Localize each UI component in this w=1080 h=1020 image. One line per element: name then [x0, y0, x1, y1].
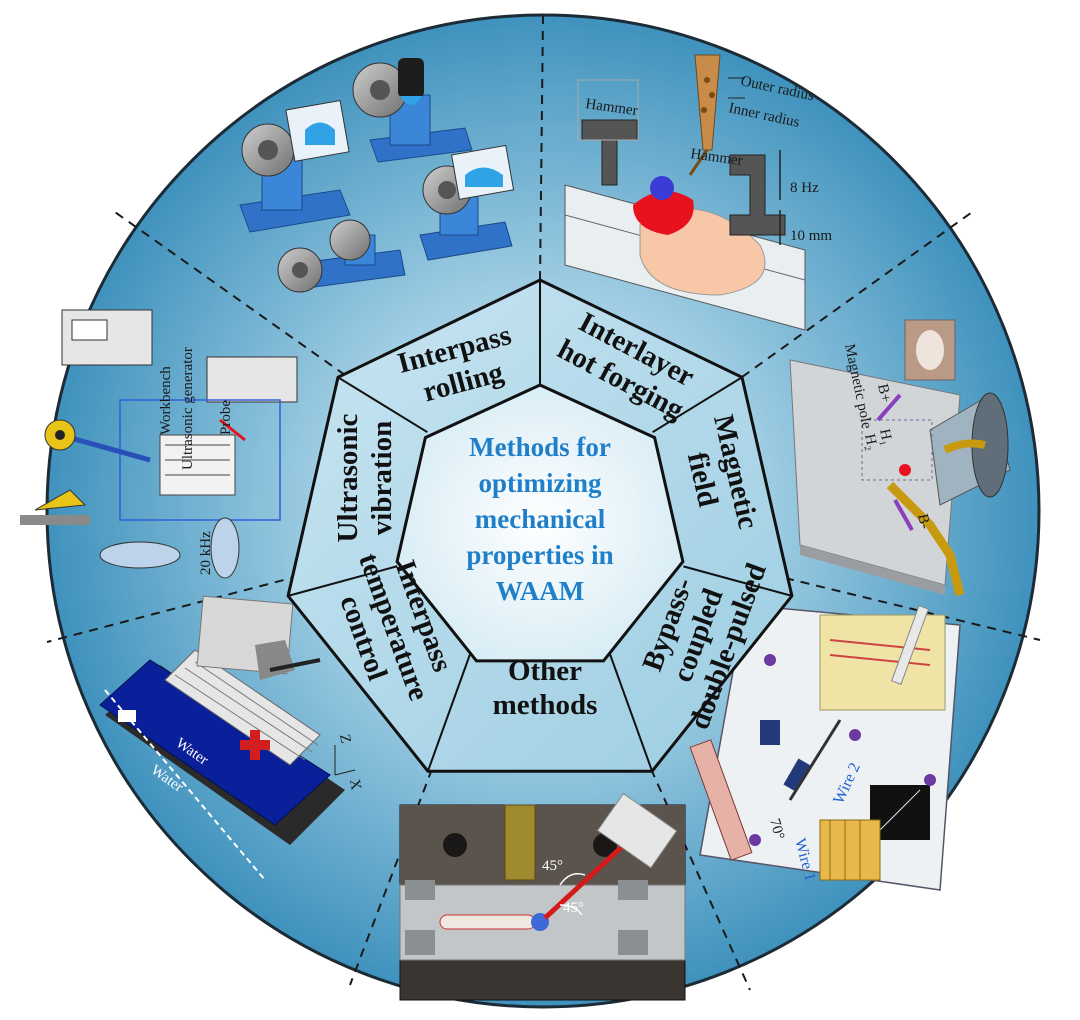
h2-label: H₂ [861, 433, 880, 452]
generator-label: Ultrasonic generator [180, 347, 196, 470]
probe-label: Probe [218, 400, 234, 435]
angle-45-lower-label: 45° [563, 900, 584, 916]
ultrasonic-line-1: Ultrasonic [332, 413, 364, 542]
b-minus-label: B- [914, 513, 933, 531]
angle-70-label: 70° [766, 817, 787, 841]
center-title: Methods for optimizing mechanical proper… [466, 432, 613, 606]
axis-x-label: X [346, 778, 364, 792]
axis-z-label: Z [336, 733, 353, 745]
workbench-label: Workbench [158, 366, 174, 435]
label-other-methods: Other methods [493, 655, 598, 721]
hammer-right-label: Hammer [689, 146, 743, 169]
other-methods-illustration: 45° 45° [399, 792, 686, 1001]
center-line-1: Methods for [469, 432, 611, 462]
angle-45-upper-label: 45° [542, 858, 563, 874]
ultrasonic-line-2: vibration [366, 421, 398, 535]
forging-illustration: Hammer Hammer Outer radius Inner radius … [564, 54, 832, 331]
frequency-label: 8 Hz [790, 180, 819, 196]
center-line-5: WAAM [496, 576, 585, 606]
label-ultrasonic-vibration: Ultrasonic vibration [332, 413, 398, 542]
center-line-3: mechanical [475, 504, 606, 534]
magnetic-illustration: Magnetic pole B+ B- H₁ H₂ [789, 319, 1011, 597]
center-line-4: properties in [466, 540, 613, 570]
other-methods-line-1: Other [508, 655, 582, 687]
distance-label: 10 mm [790, 228, 832, 244]
other-methods-line-2: methods [493, 689, 598, 721]
rolling-illustration [239, 58, 515, 293]
frequency-20khz-label: 20 kHz [198, 531, 214, 575]
ultrasonic-illustration: Workbench Ultrasonic generator Probe 20 … [20, 309, 298, 579]
bypass-illustration: Wire 1 Wire 2 70° [689, 604, 961, 891]
b-plus-label: B+ [874, 383, 893, 404]
h1-label: H₁ [876, 428, 895, 447]
hammer-left-label: Hammer [584, 96, 638, 119]
center-line-2: optimizing [478, 468, 602, 498]
ring-dividers [287, 280, 793, 772]
center-heptagon [395, 383, 685, 663]
